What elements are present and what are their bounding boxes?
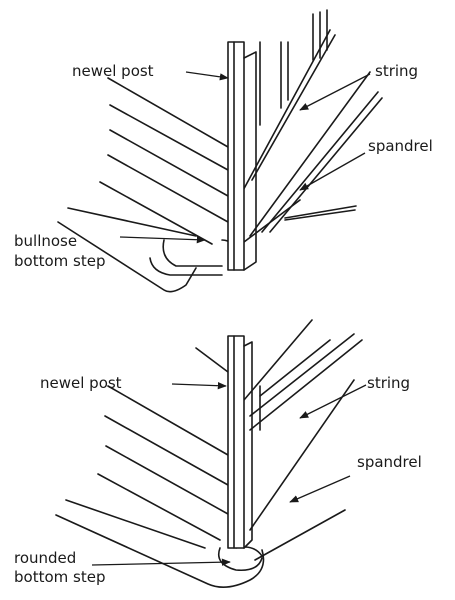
arrow-bottom-step — [119, 236, 206, 244]
spandrel-panel — [239, 91, 383, 246]
label-spandrel-2: spandrel — [357, 453, 422, 471]
arrows-bottom — [91, 382, 367, 566]
newel-post — [227, 41, 257, 271]
spandrel-panel-2 — [249, 379, 355, 561]
label-string: string — [375, 62, 418, 80]
string-2 — [243, 319, 363, 431]
diagram-bullnose: newel post string spandrel bullnose bott… — [14, 9, 433, 293]
step-lines-2 — [65, 347, 229, 549]
diagram-rounded: newel post string spandrel rounded botto… — [14, 319, 422, 588]
label-bottom-step-line2: bottom step — [14, 252, 105, 270]
arrow-newel-post — [185, 71, 229, 81]
label-string-2: string — [367, 374, 410, 392]
label-bottom-step-line2-2: bottom step — [14, 568, 105, 586]
label-spandrel: spandrel — [368, 137, 433, 155]
label-bottom-step-line1: bullnose — [14, 232, 77, 250]
string — [239, 29, 371, 237]
step-lines — [67, 77, 229, 245]
label-bottom-step-line1-2: rounded — [14, 549, 76, 567]
arrow-newel-post-2 — [171, 382, 227, 390]
arrow-bottom-step-2 — [91, 558, 231, 566]
label-newel-post: newel post — [72, 62, 154, 80]
arrows-top — [119, 71, 371, 244]
arrow-string — [299, 73, 371, 111]
upper-balusters — [259, 9, 328, 126]
newel-post-2 — [227, 335, 253, 549]
label-newel-post-2: newel post — [40, 374, 122, 392]
arrow-spandrel — [299, 152, 366, 191]
arrow-spandrel-2 — [289, 475, 351, 503]
arrow-string-2 — [299, 384, 367, 419]
